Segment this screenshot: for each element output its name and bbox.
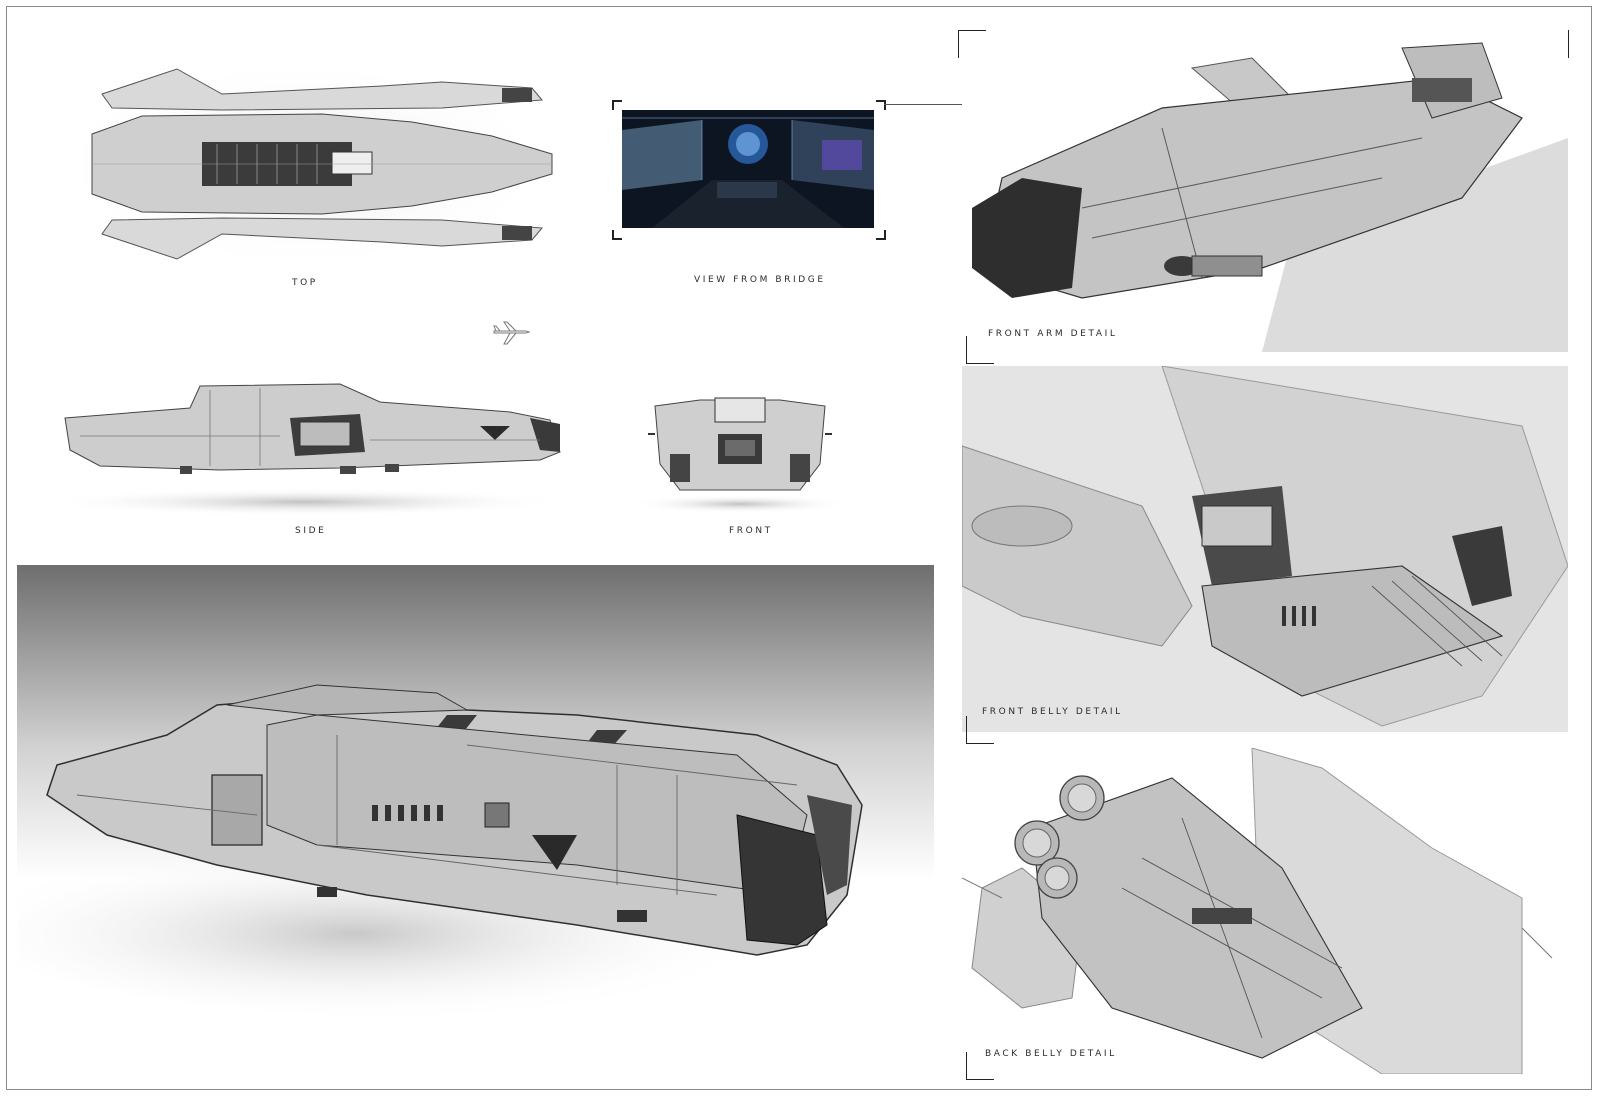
bridge-frame-br	[876, 230, 886, 240]
arm-corner-bottom-h	[966, 363, 994, 364]
bridge-view-label: VIEW FROM BRIDGE	[694, 275, 826, 285]
bridge-view-render	[622, 110, 874, 228]
main-perspective-render	[17, 565, 934, 1089]
belly-corner-bottom-h	[966, 743, 994, 744]
bridge-frame-bl	[612, 230, 622, 240]
top-view-render	[82, 64, 562, 264]
back-belly-detail-render	[962, 748, 1568, 1074]
airplane-scale-icon	[492, 320, 530, 346]
front-arm-detail-render	[962, 38, 1568, 352]
arm-corner-right	[1568, 30, 1569, 58]
side-view-label: SIDE	[295, 526, 327, 536]
bridge-frame-tl	[612, 100, 622, 110]
side-view-render	[40, 380, 570, 520]
bridge-frame-tr	[876, 100, 886, 110]
front-arm-detail-label: FRONT ARM DETAIL	[988, 329, 1118, 339]
front-view-render	[630, 394, 850, 514]
top-view-label: TOP	[292, 278, 318, 288]
back-corner-bottom	[966, 1052, 967, 1080]
arm-corner-top-h	[958, 30, 986, 31]
arm-corner-top	[958, 30, 959, 58]
back-belly-detail-label: BACK BELLY DETAIL	[985, 1049, 1117, 1059]
belly-corner-bottom	[966, 716, 967, 744]
front-belly-detail-render	[962, 366, 1568, 732]
front-view-label: FRONT	[729, 526, 773, 536]
back-corner-bottom-h	[966, 1079, 994, 1080]
front-belly-detail-label: FRONT BELLY DETAIL	[982, 707, 1123, 717]
arm-corner-bottom	[966, 336, 967, 364]
